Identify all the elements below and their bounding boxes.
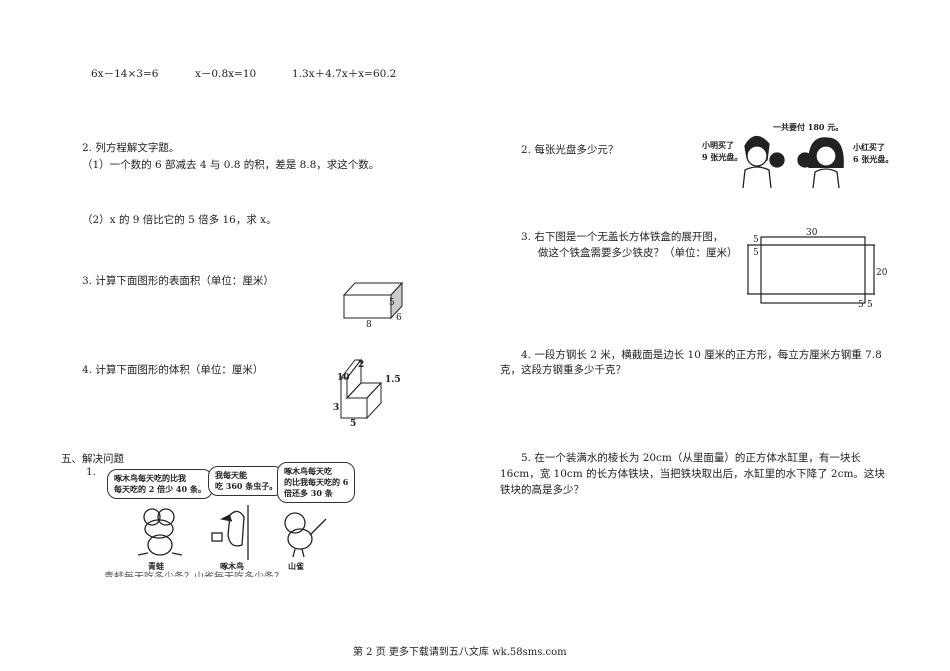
problem-1-question: 青蛙每天吃多少条？山雀每天吃多少条？ [104,568,284,577]
p2-girl-text: 小红买了 6 张光盘。 [853,141,893,165]
q2-part2: （2）x 的 9 倍比它的 5 倍多 16，求 x。 [82,214,277,226]
l-shape-figure [339,358,383,420]
p5-line2: 16cm，宽 10cm 的长方体铁块，当把铁块取出后，水缸里的水下降了 2cm。… [500,468,885,480]
net-dim-br1: 5 [858,300,864,310]
equation-3: 1.3x＋4.7x＋x=60.2 [292,68,397,80]
equation-2: x－0.8x=10 [195,68,257,80]
q2-part1: （1）一个数的 6 部减去 4 与 0.8 的积，差是 8.8，求这个数。 [82,159,380,171]
girl-icon [797,137,844,189]
lshape-dim-2: 2 [358,360,365,370]
q3-text: 3. 计算下面图形的表面积（单位：厘米） [82,275,274,287]
lshape-dim-3: 3 [333,403,340,413]
lshape-dim-10: 10 [337,373,350,383]
frog-speech-bubble: 啄木鸟每天吃的比我 每天吃的 2 倍少 40 条。 [107,469,213,499]
sparrow-icon [284,512,327,558]
p2-boy-text: 小明买了 9 张光盘。 [702,139,742,163]
label-sparrow: 山雀 [288,561,304,571]
net-dim-right: 20 [876,268,888,278]
bubble-line: 每天吃的 2 倍少 40 条。 [114,484,206,494]
box-net-diagram [747,236,875,304]
bubble-line: 倍还多 30 条 [284,488,333,498]
label-woodpecker: 啄木鸟 [220,561,244,571]
q4-text: 4. 计算下面图形的体积（单位：厘米） [82,364,264,376]
boy-line: 9 张光盘。 [702,152,743,162]
cuboid-depth: 6 [396,313,402,323]
net-dim-top: 30 [806,228,818,238]
sparrow-speech-bubble: 啄木鸟每天吃 的比我每天吃的 6 倍还多 30 条 [277,462,356,503]
cuboid-width: 8 [366,320,372,330]
p5-line1: 5. 在一个装满水的棱长为 20cm（从里面量）的正方体水缸里，有一块长 [521,452,861,464]
frog-icon [137,508,183,556]
boy-icon [742,135,785,189]
girl-line: 小红买了 [853,142,885,152]
net-dim-br2: 5 [867,300,873,310]
bubble-line: 我每天能 [215,470,247,480]
woodpecker-icon [211,505,249,560]
p4-line2: 克，这段方钢重多少千克？ [500,364,626,376]
q2-title: 2. 列方程解文字题。 [82,142,180,154]
woodpecker-speech-bubble: 我每天能 吃 360 条虫子。 [208,466,285,496]
p4-line1: 4. 一段方钢长 2 米，横截面是边长 10 厘米的正方形，每立方厘米方钢重 7… [521,349,882,361]
girl-line: 6 张光盘。 [853,154,894,164]
bubble-line: 的比我每天吃的 6 [284,477,349,487]
net-dim-tl2: 5 [753,248,759,258]
animals-illustration [137,505,327,560]
p5-line3: 铁块的高是多少？ [500,484,584,496]
cuboid-height: 5 [389,298,395,308]
net-dim-tl1: 5 [753,235,759,245]
bubble-line: 啄木鸟每天吃的比我 [114,473,186,483]
boy-line: 小明买了 [702,140,734,150]
lshape-dim-1-5: 1.5 [385,375,401,385]
section-5-heading: 五、解决问题 [61,453,124,465]
label-frog: 青蛙 [148,561,164,571]
bubble-line: 吃 360 条虫子。 [215,481,278,491]
p3-line1: 3. 右下图是一个无盖长方体铁盒的展开图， [521,231,724,243]
page-footer: 第 2 页 更多下载请到五八文库 wk.58sms.com [353,647,567,658]
problem-1-number: 1. [86,466,97,478]
bubble-line: 啄木鸟每天吃 [284,466,332,476]
p2-total: 一共要付 180 元。 [773,122,844,132]
p2-text: 2. 每张光盘多少元？ [521,144,619,156]
children-illustration [742,135,844,189]
p3-line2: 做这个铁盒需要多少铁皮？（单位：厘米） [538,247,738,259]
lshape-dim-5: 5 [350,419,357,429]
cuboid-figure [342,281,404,320]
equation-1: 6x－14×3=6 [91,68,159,80]
